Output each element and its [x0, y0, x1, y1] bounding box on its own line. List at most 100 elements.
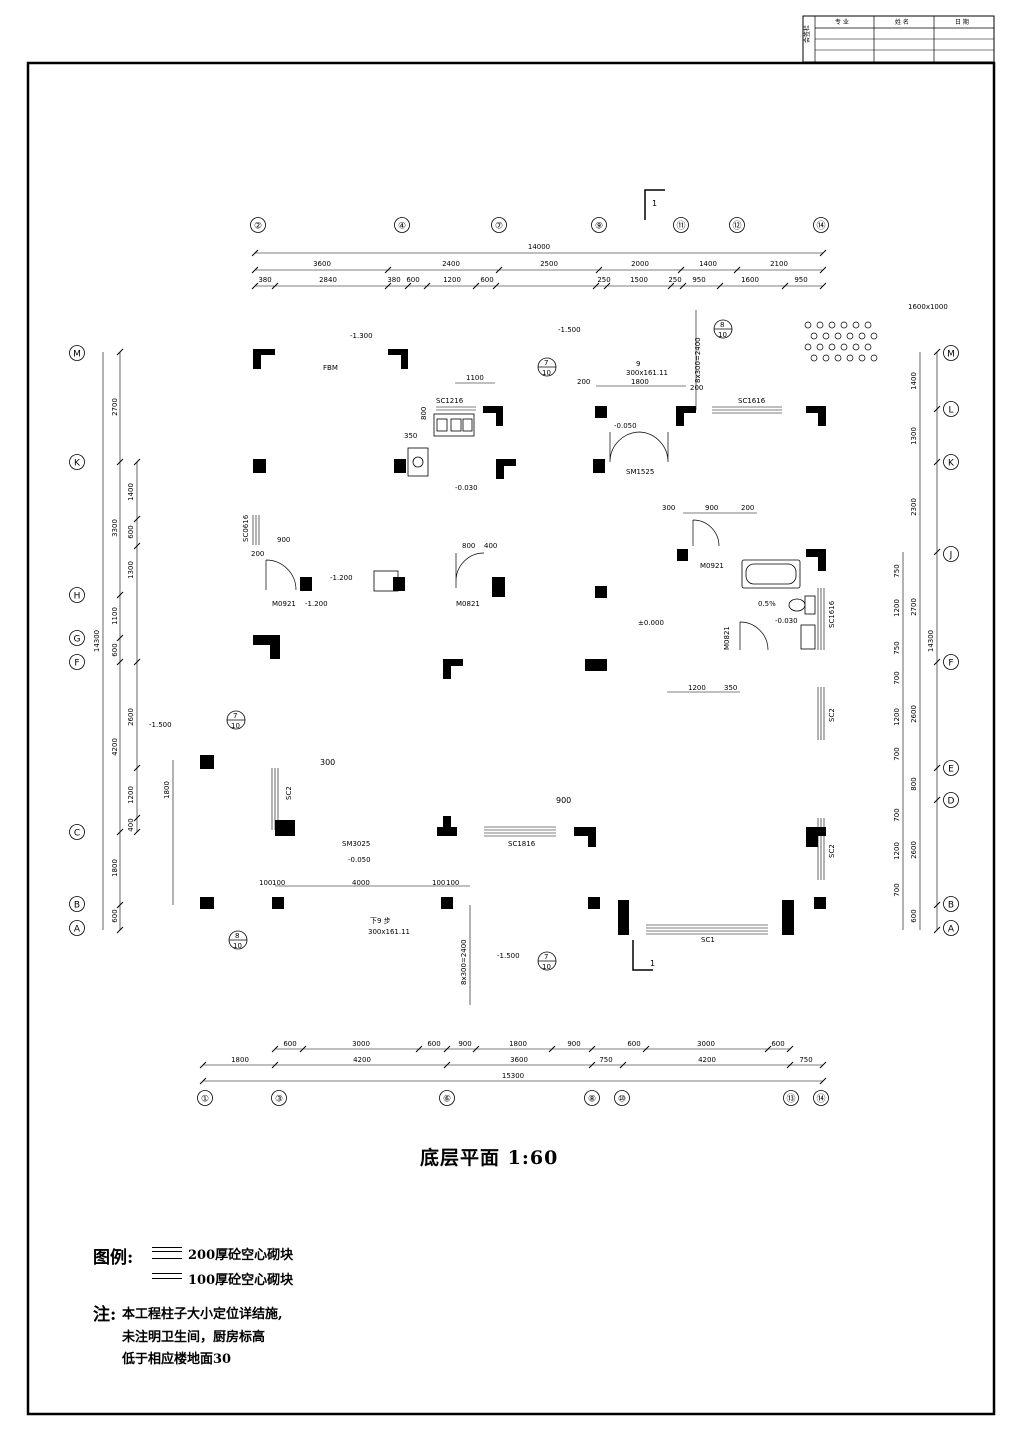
dim-right-r1-7: 600 [910, 909, 918, 922]
svg-text:8x300=2400: 8x300=2400 [460, 939, 468, 985]
svg-text:200: 200 [690, 384, 703, 392]
dim-top-r2-7: 1500 [630, 276, 648, 284]
svg-text:900: 900 [705, 504, 718, 512]
svg-text:0.5%: 0.5% [758, 600, 776, 608]
svg-text:SC1816: SC1816 [508, 840, 536, 848]
svg-text:⑩: ⑩ [618, 1095, 626, 1105]
svg-text:400: 400 [484, 542, 497, 550]
svg-text:10: 10 [231, 722, 240, 730]
svg-text:1800: 1800 [631, 378, 649, 386]
svg-text:-0.030: -0.030 [775, 617, 798, 625]
dim-right-r2-6: 700 [893, 808, 901, 821]
svg-text:SC2: SC2 [285, 786, 293, 800]
dim-bottom-r1-4: 4200 [698, 1056, 716, 1064]
dim-left-r1-4: 4200 [111, 738, 119, 756]
door-swings [265, 431, 769, 651]
svg-text:SM3025: SM3025 [342, 840, 370, 848]
dim-right-r1-4: 2600 [910, 705, 918, 723]
notes-heading: 注: [93, 1305, 117, 1325]
drawing-frame [26, 61, 996, 1416]
svg-text:4000: 4000 [352, 879, 370, 887]
dim-top-r1-1: 2400 [442, 260, 460, 268]
svg-text:7: 7 [544, 953, 548, 961]
dim-right-r2-7: 1200 [893, 842, 901, 860]
dim-left-r2-5: 400 [127, 818, 135, 831]
svg-text:100: 100 [446, 879, 459, 887]
axis-left-3: G [69, 630, 85, 646]
svg-text:⑥: ⑥ [443, 1095, 451, 1105]
svg-text:H: H [74, 592, 81, 602]
dim-bottom-r1-3: 750 [599, 1056, 612, 1064]
dim-top-r2-0: 380 [258, 276, 271, 284]
stamp-label: 会签栏 [803, 25, 811, 43]
axis-bottom-3: ⑧ [584, 1090, 600, 1106]
dim-bottom-r2-3: 900 [458, 1040, 471, 1048]
dim-left-r2-6: 1800 [163, 781, 171, 799]
svg-text:B: B [74, 901, 80, 911]
svg-text:D: D [948, 797, 955, 807]
svg-text:G: G [74, 635, 81, 645]
svg-text:100: 100 [259, 879, 272, 887]
svg-text:-0.050: -0.050 [614, 422, 637, 430]
dim-left-r2-3: 2600 [127, 708, 135, 726]
dim-top-total: 14000 [528, 243, 550, 251]
axis-bottom-2: ⑥ [439, 1090, 455, 1106]
legend-swatch-200 [152, 1247, 182, 1259]
dim-bottom-r2-1: 3000 [352, 1040, 370, 1048]
axis-right-3: J [943, 546, 959, 562]
svg-text:M: M [947, 350, 955, 360]
svg-text:SC1616: SC1616 [738, 397, 766, 405]
axis-bottom-4: ⑩ [614, 1090, 630, 1106]
legend-item-200: 200厚砼空心砌块 [188, 1248, 294, 1263]
axis-right-5: E [943, 760, 959, 776]
svg-text:FBM: FBM [323, 364, 338, 372]
drawing-title: 底层平面 1:60 [420, 1147, 559, 1169]
svg-text:M0821: M0821 [723, 626, 731, 650]
axis-left-5: C [69, 824, 85, 840]
svg-text:8x300=2400: 8x300=2400 [694, 337, 702, 383]
dim-right-r1-5: 800 [910, 777, 918, 790]
section-mark-top: 1 [644, 189, 665, 220]
svg-text:10: 10 [718, 331, 727, 339]
dim-bottom-r1-2: 3600 [510, 1056, 528, 1064]
axis-right-0: M [943, 345, 959, 361]
svg-text:M0821: M0821 [456, 600, 480, 608]
axis-top-5: ⑫ [729, 217, 745, 233]
svg-text:1100: 1100 [466, 374, 484, 382]
plan-labels: FBM -1.300 -1.500 -0.030 -0.050 -1.200 -… [149, 303, 948, 985]
axis-right-4: F [943, 654, 959, 670]
axis-left-2: H [69, 587, 85, 603]
dim-left-r2-1: 600 [127, 525, 135, 538]
axis-left-6: B [69, 896, 85, 912]
svg-text:F: F [948, 659, 953, 669]
dim-left-r2-2: 1300 [127, 561, 135, 579]
svg-text:10: 10 [542, 963, 551, 971]
dim-top-r2-1: 2840 [319, 276, 337, 284]
svg-text:①: ① [201, 1095, 209, 1105]
axis-top-6: ⑭ [813, 217, 829, 233]
dim-right-r1-0: 1400 [910, 372, 918, 390]
svg-text:M0921: M0921 [700, 562, 724, 570]
svg-text:F: F [74, 659, 79, 669]
dim-top-r2-9: 950 [692, 276, 705, 284]
svg-text:-1.300: -1.300 [350, 332, 373, 340]
svg-text:K: K [948, 459, 955, 469]
axis-top-2: ⑦ [491, 217, 507, 233]
svg-text:⑨: ⑨ [595, 222, 603, 232]
axis-right-2: K [943, 454, 959, 470]
svg-text:1200: 1200 [688, 684, 706, 692]
dim-right-r2-2: 750 [893, 641, 901, 654]
dim-left-r2-0: 1400 [127, 483, 135, 501]
hatch-pattern [804, 321, 878, 362]
svg-text:300x161.11: 300x161.11 [626, 369, 668, 377]
svg-text:1: 1 [650, 959, 655, 968]
svg-text:SC0616: SC0616 [242, 514, 250, 542]
dim-right-r2-5: 700 [893, 747, 901, 760]
svg-text:C: C [74, 829, 80, 839]
svg-text:7: 7 [544, 359, 548, 367]
dim-left-r1-1: 3300 [111, 519, 119, 537]
